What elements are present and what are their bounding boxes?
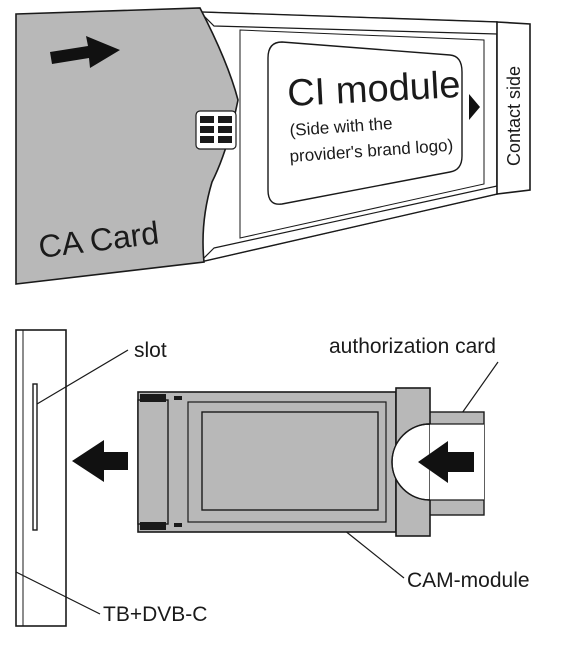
contact-side-label: Contact side xyxy=(504,66,524,166)
chip-icon xyxy=(195,110,237,150)
tv-label: TB+DVB-C xyxy=(103,603,207,626)
bottom-figure: slot authorization card CAM-module TB+DV… xyxy=(15,329,530,627)
cam-module-label: CAM-module xyxy=(407,569,530,592)
top-figure: CI module (Side with the provider's bran… xyxy=(15,7,531,285)
ci-module-body xyxy=(198,11,531,264)
contact-arrow-icon xyxy=(469,94,480,120)
ca-card xyxy=(15,7,239,285)
insert-arrow-icon xyxy=(50,36,120,68)
slot xyxy=(32,383,38,531)
insert-left-arrow-icon xyxy=(72,440,128,482)
ci-module-title: CI module xyxy=(286,64,461,115)
cam-module xyxy=(137,387,485,537)
tv-panel xyxy=(15,329,67,627)
card-insert-arrow-icon xyxy=(418,441,474,483)
authorization-card-label: authorization card xyxy=(329,335,496,358)
slot-label: slot xyxy=(134,339,167,362)
